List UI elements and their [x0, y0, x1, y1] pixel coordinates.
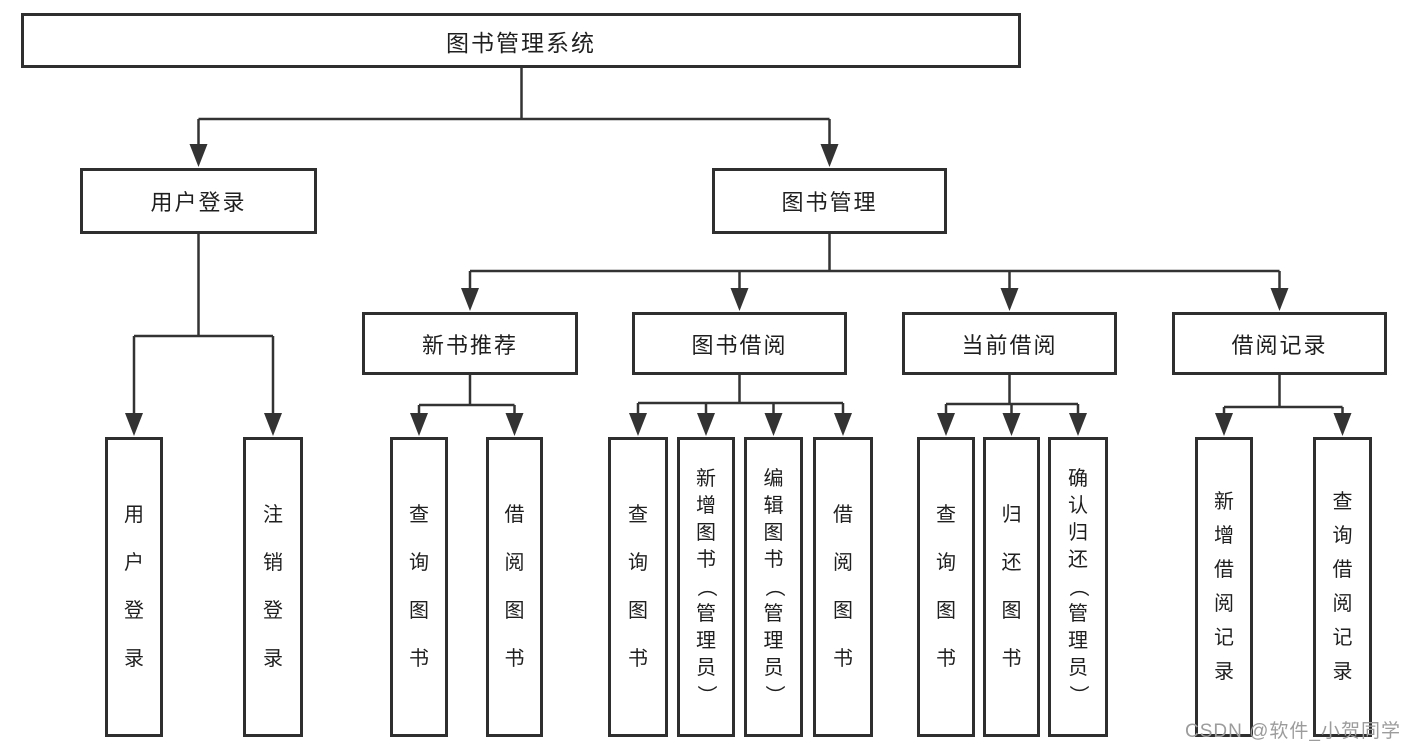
leaf-query-borrow-record: 查询借阅记录 [1313, 437, 1372, 737]
connector-book-mgmt-group [468, 234, 1281, 291]
node-library-management-system-label: 图书管理系统 [446, 29, 596, 56]
leaf-add-books-admin-label: 新增图书（管理员） [695, 468, 717, 705]
connector-root [197, 68, 831, 147]
watermark: CSDN @软件_小贺同学 [1185, 721, 1401, 742]
leaf-edit-books-admin: 编辑图书（管理员） [744, 437, 803, 737]
leaf-add-borrow-record: 新增借阅记录 [1195, 437, 1253, 737]
node-user-login-label: 用户登录 [150, 190, 247, 215]
node-borrow-records-label: 借阅记录 [1231, 332, 1328, 358]
node-user-login: 用户登录 [80, 168, 317, 234]
leaf-query-books-current: 查询图书 [917, 437, 975, 737]
leaf-edit-books-admin-label: 编辑图书（管理员） [762, 468, 785, 705]
leaf-borrow-books: 借阅图书 [813, 437, 873, 737]
node-new-book-recommend-label: 新书推荐 [421, 332, 518, 358]
node-book-borrow-label: 图书借阅 [691, 332, 788, 358]
connector-records-group [1222, 375, 1344, 416]
connector-new-rec-group [417, 375, 516, 416]
leaf-logout: 注销登录 [243, 437, 303, 737]
leaf-borrow-books-recommend-label: 借阅图书 [504, 504, 525, 670]
connector-borrow-group [636, 375, 845, 416]
leaf-confirm-return-admin: 确认归还（管理员） [1048, 437, 1108, 737]
leaf-logout-label: 注销登录 [263, 504, 283, 670]
leaf-borrow-books-label: 借阅图书 [833, 504, 853, 670]
node-book-management-label: 图书管理 [781, 190, 878, 215]
leaf-query-books-recommend: 查询图书 [390, 437, 448, 737]
node-new-book-recommend: 新书推荐 [362, 312, 578, 375]
node-current-borrow-label: 当前借阅 [961, 332, 1058, 358]
connector-current-group [944, 375, 1080, 416]
node-book-borrow: 图书借阅 [632, 312, 847, 375]
leaf-confirm-return-admin-label: 确认归还（管理员） [1067, 468, 1089, 705]
leaf-query-books-recommend-label: 查询图书 [409, 504, 429, 670]
leaf-query-books-current-label: 查询图书 [936, 504, 956, 670]
node-current-borrow: 当前借阅 [902, 312, 1117, 375]
leaf-query-borrow-record-label: 查询借阅记录 [1332, 491, 1353, 683]
leaf-borrow-books-recommend: 借阅图书 [486, 437, 543, 737]
leaf-add-books-admin: 新增图书（管理员） [677, 437, 735, 737]
leaf-return-books: 归还图书 [983, 437, 1040, 737]
leaf-query-books-borrow-label: 查询图书 [628, 504, 648, 670]
leaf-user-login: 用户登录 [105, 437, 163, 737]
node-library-management-system: 图书管理系统 [21, 13, 1021, 68]
connector-user-login-group [132, 234, 275, 416]
node-book-management: 图书管理 [712, 168, 947, 234]
node-borrow-records: 借阅记录 [1172, 312, 1387, 375]
leaf-return-books-label: 归还图书 [1001, 504, 1022, 670]
arrowheads [125, 144, 1352, 436]
leaf-user-login-label: 用户登录 [124, 504, 144, 670]
leaf-query-books-borrow: 查询图书 [608, 437, 668, 737]
leaf-add-borrow-record-label: 新增借阅记录 [1214, 491, 1234, 683]
